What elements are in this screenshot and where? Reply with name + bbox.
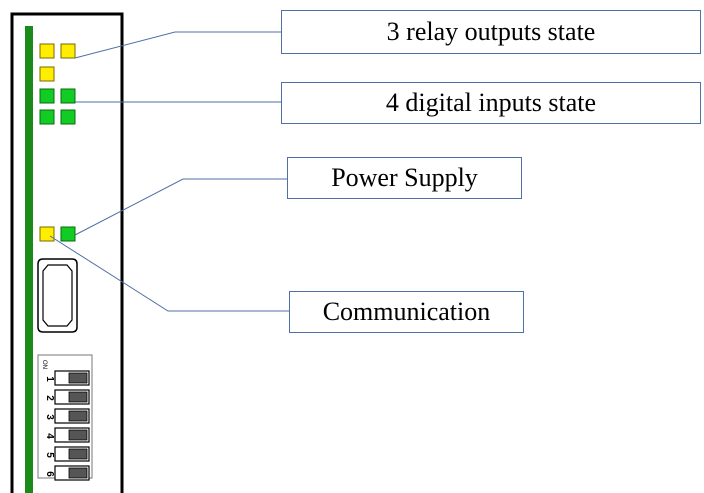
dip-position-label: 3 — [44, 414, 55, 420]
digital-input-leds — [39, 88, 76, 125]
callout-digital-inputs: 4 digital inputs state — [281, 82, 701, 124]
leader-relay-outputs — [74, 31, 282, 59]
dip-position-label: 4 — [44, 433, 55, 439]
callout-relay-outputs: 3 relay outputs state — [281, 10, 701, 54]
power-supply-led — [60, 226, 76, 242]
dip-switches: ON 1 2 3 4 5 6 — [41, 360, 90, 481]
dip-position-label: 1 — [44, 376, 55, 382]
dip-position-label: 2 — [44, 395, 55, 401]
callout-power-supply: Power Supply — [287, 157, 522, 199]
communication-led — [39, 226, 55, 242]
input-led-4 — [60, 109, 76, 125]
relay-led-2 — [60, 43, 76, 59]
leader-lines — [49, 31, 290, 312]
side-green-strip — [25, 26, 33, 493]
input-led-2 — [60, 88, 76, 104]
usb-connector — [37, 258, 78, 333]
device-housing — [10, 12, 124, 493]
input-led-1 — [39, 88, 55, 104]
relay-output-leds — [39, 43, 76, 82]
callout-communication: Communication — [289, 291, 524, 333]
dip-switch-block: ON 1 2 3 4 5 6 — [37, 354, 93, 481]
dip-switch-lever — [68, 372, 88, 384]
leader-communication — [49, 235, 290, 312]
leader-power-supply — [74, 178, 288, 236]
dip-position-label: 6 — [44, 471, 55, 477]
dip-switch-lever — [68, 391, 88, 403]
input-led-3 — [39, 109, 55, 125]
dip-position-label: 5 — [44, 452, 55, 458]
relay-led-1 — [39, 43, 55, 59]
dip-switch-lever — [68, 410, 88, 422]
relay-led-3 — [39, 66, 55, 82]
dip-switch-lever — [68, 448, 88, 460]
dip-switch-lever — [68, 467, 88, 479]
dip-on-label: ON — [41, 360, 47, 369]
dip-switch-lever — [68, 429, 88, 441]
